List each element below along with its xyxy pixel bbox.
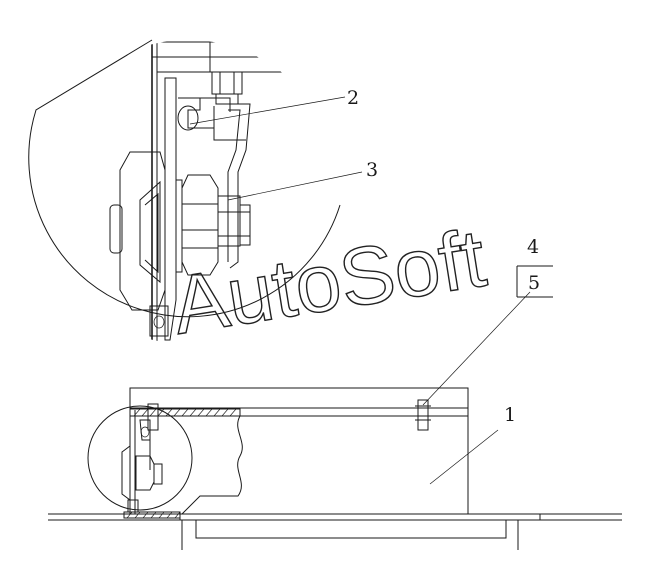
detail-view — [28, 39, 341, 344]
small-detail-circle — [87, 405, 193, 511]
main-housing — [129, 387, 469, 515]
detail-parts — [109, 40, 340, 344]
break-line — [181, 415, 243, 515]
callout-4: 4 — [527, 236, 539, 258]
assembly-view — [48, 387, 622, 550]
callout-5: 5 — [528, 272, 540, 294]
callout-3: 3 — [366, 159, 378, 181]
leader-lines — [189, 96, 553, 485]
callout-2: 2 — [347, 87, 359, 109]
leader-2 — [189, 96, 346, 125]
hatch-pattern — [133, 408, 237, 417]
leader-1 — [429, 429, 499, 485]
housing-bolt — [417, 399, 429, 431]
leader-5 — [422, 291, 531, 406]
callout-1: 1 — [504, 404, 516, 426]
base-plate — [179, 513, 541, 521]
watermark-text: AutoSoft — [167, 213, 492, 352]
detail-circle-outline — [28, 39, 341, 318]
leader-3 — [227, 171, 363, 201]
